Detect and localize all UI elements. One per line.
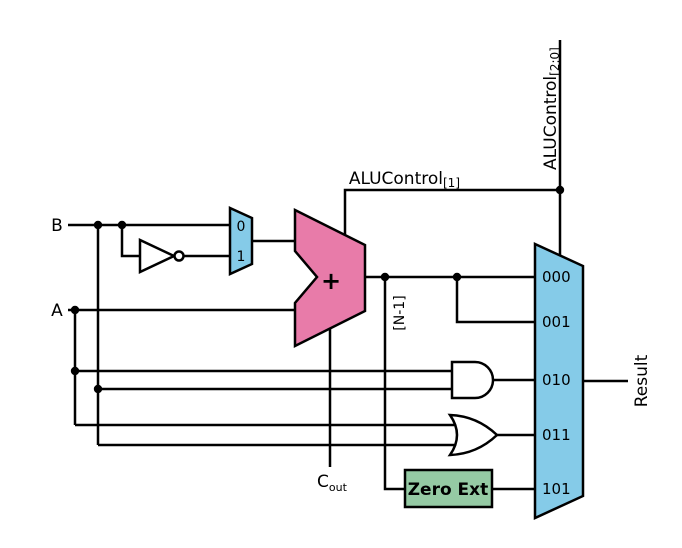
mux-input-1-label: 1 [237, 249, 246, 265]
alucontrol1-label: ALUControl[1] [349, 169, 460, 190]
alucontrol-bus-label-main: ALUControl [541, 76, 561, 170]
result-label: Result [632, 354, 652, 407]
cout-label: Cout [317, 472, 348, 494]
wire-sum-to-001 [455, 277, 535, 324]
junction-dot [70, 366, 80, 376]
wire-alucontrol1-branch [343, 188, 560, 236]
mux-input-0-label: 0 [237, 219, 246, 235]
zero-ext-box [403, 468, 494, 509]
not-gate-bubble [173, 250, 185, 262]
b-invert-mux [228, 206, 254, 276]
not-gate [138, 238, 177, 274]
junction-dot [93, 384, 103, 394]
input-b-label: B [51, 216, 63, 236]
mux-input-101-label: 101 [542, 480, 571, 498]
junction-dot [452, 272, 462, 282]
input-a-label: A [51, 301, 63, 321]
alucontrol1-label-main: ALUControl [349, 169, 443, 189]
junction-dot [117, 220, 127, 230]
alucontrol-bus-label-sub: [2:0] [548, 47, 562, 76]
sum-msb-label: [N-1] [392, 295, 408, 330]
adder [293, 207, 367, 349]
plus-symbol: + [321, 267, 341, 295]
mux-input-000-label: 000 [542, 268, 571, 286]
junction-dot [93, 220, 103, 230]
wire-b-to-not [120, 225, 140, 258]
mux-input-010-label: 010 [542, 371, 571, 389]
junction-dot [70, 305, 80, 315]
junction-dot [555, 185, 565, 195]
alucontrol-bus-label: ALUControl[2:0] [541, 47, 562, 170]
result-mux [533, 242, 585, 520]
and-gate [450, 360, 495, 400]
alucontrol1-label-sub: [1] [443, 176, 460, 190]
zero-ext-label: Zero Ext [408, 480, 489, 500]
or-gate [447, 413, 499, 457]
cout-label-main: C [317, 472, 329, 492]
junction-dot [380, 272, 390, 282]
mux-input-001-label: 001 [542, 313, 571, 331]
mux-input-011-label: 011 [542, 426, 571, 444]
cout-label-sub: out [329, 481, 348, 494]
wire-sum-msb-to-zeroext [383, 277, 405, 491]
